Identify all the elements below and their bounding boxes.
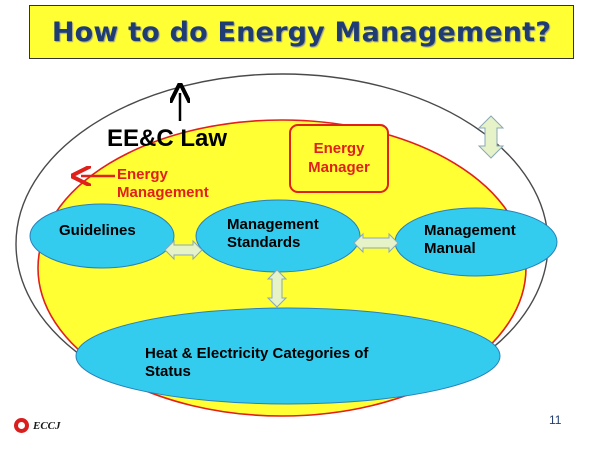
guidelines-label: Guidelines (59, 222, 136, 239)
eccj-logo: ECCJ (14, 418, 61, 433)
heat-electricity-label: Heat & Electricity Categories of Status (145, 345, 369, 380)
page-number: 11 (549, 413, 562, 427)
eccj-logo-icon (14, 418, 29, 433)
slide-title: How to do Energy Management? (51, 16, 552, 48)
connector-standards-heat (266, 269, 288, 308)
node-heat-electricity (75, 307, 501, 405)
ee-c-law-label: EE&C Law (107, 125, 228, 152)
title-box: How to do Energy Management? (29, 5, 574, 59)
management-standards-label: Management Standards (227, 216, 319, 251)
management-manual-label: Management Manual (424, 222, 516, 257)
energy-management-label: Energy Management (117, 166, 209, 201)
energy-manager-label: Energy Manager (308, 139, 370, 176)
connector-guidelines-standards (164, 239, 203, 261)
node-guidelines (29, 203, 175, 269)
double-arrow-right (477, 115, 505, 159)
connector-standards-manual (353, 232, 399, 254)
energy-manager-box: Energy Manager (289, 124, 389, 193)
eccj-logo-text: ECCJ (33, 419, 61, 432)
